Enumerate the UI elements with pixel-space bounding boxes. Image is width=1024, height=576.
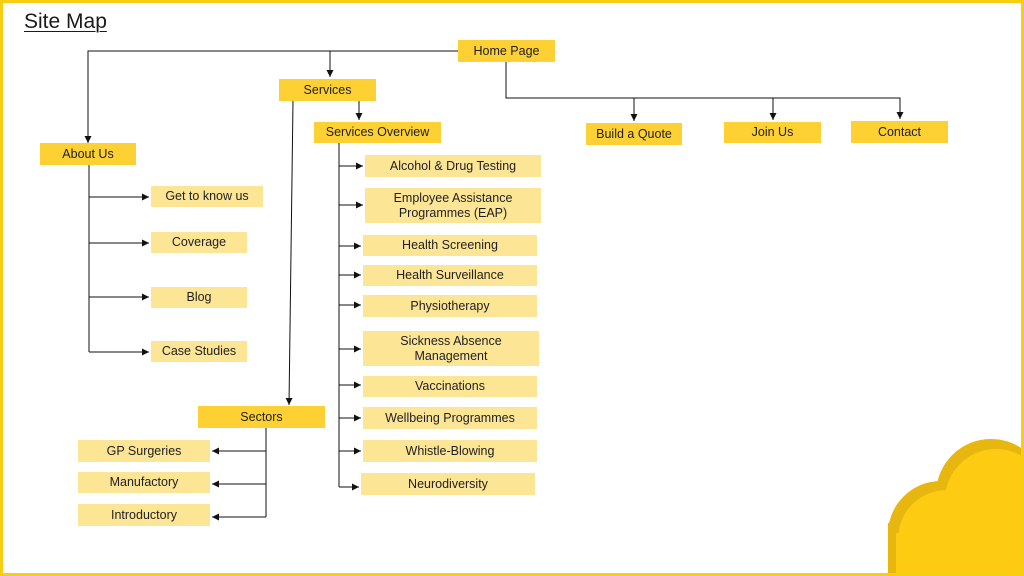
connector-home-contact	[505, 62, 904, 119]
node-alcohol-drug-testing[interactable]: Alcohol & Drug Testing	[365, 155, 541, 177]
node-employee-assistance[interactable]: Employee Assistance Programmes (EAP)	[365, 188, 541, 223]
node-gp-surgeries[interactable]: GP Surgeries	[78, 440, 210, 462]
connector-services-sectors	[285, 100, 294, 406]
node-whistle-blowing[interactable]: Whistle-Blowing	[363, 440, 537, 462]
node-vaccinations[interactable]: Vaccinations	[363, 376, 537, 397]
node-contact[interactable]: Contact	[851, 121, 948, 143]
node-get-to-know-us[interactable]: Get to know us	[151, 186, 263, 207]
node-case-studies[interactable]: Case Studies	[151, 341, 247, 362]
node-services-overview[interactable]: Services Overview	[314, 122, 441, 143]
node-about-us[interactable]: About Us	[40, 143, 136, 165]
node-health-surveillance[interactable]: Health Surveillance	[363, 265, 537, 286]
node-health-screening[interactable]: Health Screening	[363, 235, 537, 256]
node-coverage[interactable]: Coverage	[151, 232, 247, 253]
cloud-decoration	[888, 439, 1021, 573]
node-wellbeing-programmes[interactable]: Wellbeing Programmes	[363, 407, 537, 429]
node-services[interactable]: Services	[279, 79, 376, 101]
node-manufactory[interactable]: Manufactory	[78, 472, 210, 493]
node-home-page[interactable]: Home Page	[458, 40, 555, 62]
node-join-us[interactable]: Join Us	[724, 122, 821, 143]
node-physiotherapy[interactable]: Physiotherapy	[363, 295, 537, 317]
node-build-a-quote[interactable]: Build a Quote	[586, 123, 682, 145]
node-sickness-absence[interactable]: Sickness Absence Management	[363, 331, 539, 366]
node-introductory[interactable]: Introductory	[78, 504, 210, 526]
page-title: Site Map	[24, 10, 107, 33]
connector-home-about	[84, 50, 458, 143]
node-sectors[interactable]: Sectors	[198, 406, 325, 428]
node-blog[interactable]: Blog	[151, 287, 247, 308]
node-neurodiversity[interactable]: Neurodiversity	[361, 473, 535, 495]
connector-lines	[84, 50, 904, 521]
